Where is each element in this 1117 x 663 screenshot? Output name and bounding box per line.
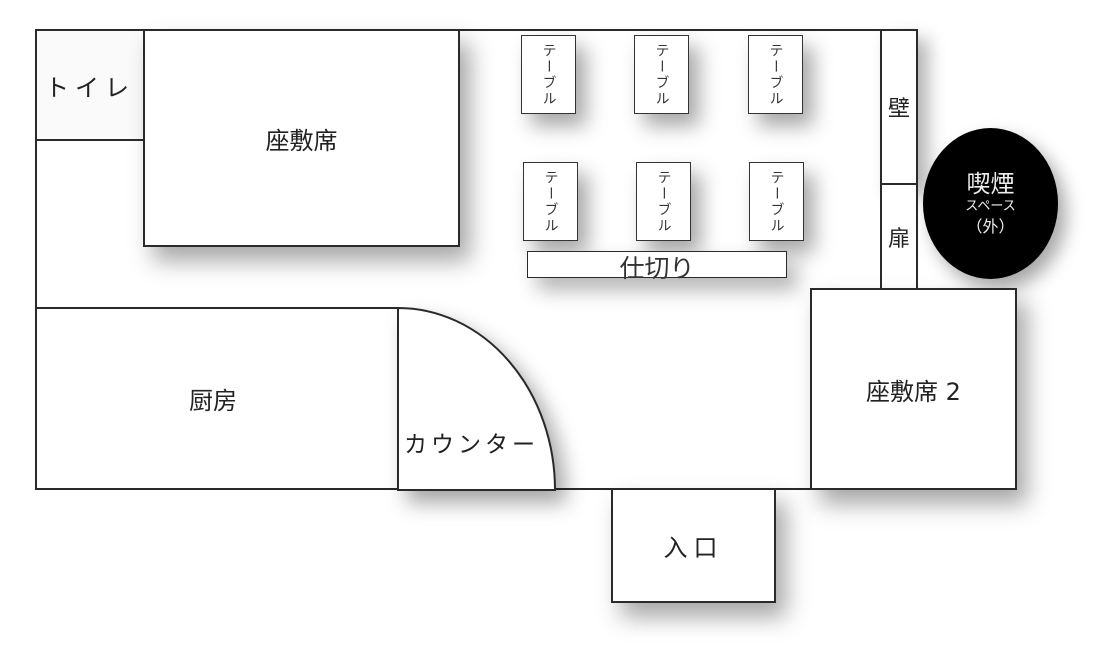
partition: 仕切り <box>527 251 787 283</box>
kitchen-label: 厨房 <box>189 387 237 415</box>
smoking-subtitle: スペース <box>965 198 1016 214</box>
toilet-room: トイレ <box>35 29 145 141</box>
smoking-title: 喫煙 <box>966 169 1015 198</box>
door: 扉 <box>880 183 918 290</box>
entrance[interactable]: 入口 <box>611 488 776 603</box>
table-4: テーブル <box>523 162 578 241</box>
wall: 壁 <box>880 29 918 185</box>
kitchen: 厨房 <box>35 307 399 490</box>
counter-shape <box>397 306 557 491</box>
entrance-label: 入口 <box>663 534 724 562</box>
table-3: テーブル <box>748 35 803 114</box>
table-6: テーブル <box>749 162 804 241</box>
table-1: テーブル <box>521 35 576 114</box>
table-5: テーブル <box>636 162 691 241</box>
smoking-note: （外） <box>966 216 1015 236</box>
zashiki-seating: 座敷席 <box>143 29 460 247</box>
zashiki2-label: 座敷席 2 <box>866 377 961 406</box>
toilet-label: トイレ <box>45 73 135 102</box>
zashiki-label: 座敷席 <box>265 126 338 155</box>
partition-label: 仕切り <box>619 254 695 283</box>
zashiki-seating-2: 座敷席 2 <box>810 288 1017 490</box>
counter-label: カウンター <box>404 432 539 458</box>
outer-wall-top <box>35 29 918 31</box>
smoking-space: 喫煙 スペース （外） <box>923 128 1058 279</box>
counter: カウンター <box>404 425 539 459</box>
table-2: テーブル <box>634 35 689 114</box>
door-label: 扉 <box>887 226 910 252</box>
upper-lower-divider <box>35 307 399 309</box>
wall-label: 壁 <box>887 97 910 122</box>
outer-wall-left <box>35 29 37 490</box>
